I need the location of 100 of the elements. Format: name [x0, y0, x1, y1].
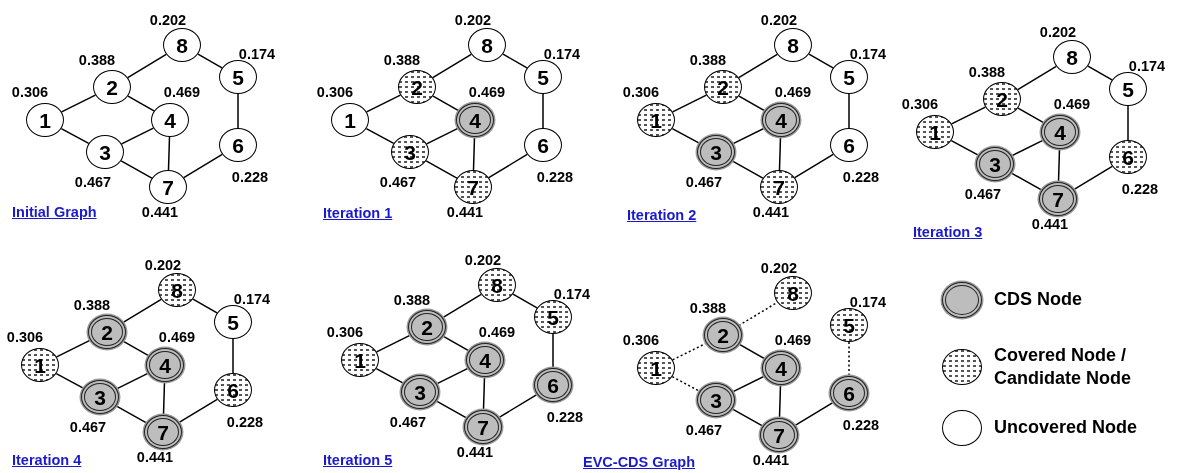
node-weight: 0.388 — [689, 300, 727, 316]
legend-label: Uncovered Node — [994, 416, 1139, 440]
connector-line — [127, 95, 155, 112]
node-weight: 0.467 — [685, 422, 723, 438]
graph-node — [774, 28, 812, 62]
graph-node — [830, 308, 868, 342]
node-number: 7 — [467, 176, 479, 198]
node-number: 4 — [469, 109, 481, 131]
node-weight: 0.441 — [456, 444, 494, 460]
node-number: 1 — [34, 354, 46, 376]
node-weight: 0.174 — [849, 294, 887, 310]
connector-line — [120, 160, 153, 179]
connector-line — [127, 53, 167, 79]
node-weight: 0.228 — [231, 169, 269, 185]
graph-node — [158, 273, 196, 307]
node-number: 4 — [775, 109, 787, 131]
node-weight: 0.469 — [158, 329, 196, 345]
node-number: 2 — [101, 321, 113, 343]
graph-node — [697, 383, 735, 417]
node-number: 4 — [1054, 121, 1066, 143]
graph-node — [398, 70, 436, 104]
graph-node — [219, 60, 257, 94]
node-number: 5 — [843, 66, 855, 88]
connector-line — [671, 94, 708, 113]
node-number: 7 — [773, 424, 785, 446]
graph-node — [21, 348, 59, 382]
connector-line — [1087, 65, 1113, 81]
node-weight: 0.202 — [760, 260, 798, 276]
connector-line — [512, 293, 538, 309]
connector-line — [1127, 105, 1129, 141]
node-weight: 0.174 — [543, 46, 581, 62]
connector-line — [60, 94, 97, 113]
node-weight: 0.441 — [141, 204, 179, 220]
graph-node — [637, 351, 675, 385]
node-weight: 0.228 — [842, 417, 880, 433]
graph-node — [830, 128, 868, 162]
node-weight: 0.202 — [144, 257, 182, 273]
graph-node — [86, 135, 124, 169]
graph-node — [1109, 140, 1147, 174]
node-weight: 0.202 — [464, 252, 502, 268]
node-number: 1 — [344, 109, 356, 131]
connector-line — [731, 408, 764, 427]
connector-line — [1073, 165, 1113, 191]
graph-node — [976, 147, 1014, 181]
graph-node — [468, 28, 506, 62]
connector-line — [794, 401, 834, 427]
graph-node — [534, 300, 572, 334]
connector-line — [432, 53, 472, 79]
graph-title: Initial Graph — [12, 204, 97, 220]
graph-node — [331, 103, 369, 137]
graph-node — [341, 343, 379, 377]
graph-node — [760, 418, 798, 452]
connector-line — [115, 405, 148, 424]
legend-label: CDS Node — [994, 288, 1083, 312]
node-number: 4 — [479, 349, 491, 371]
connector-line — [237, 93, 239, 129]
node-number: 4 — [159, 354, 171, 376]
connector-line — [738, 53, 778, 79]
node-number: 6 — [232, 134, 244, 156]
node-weight: 0.202 — [760, 12, 798, 28]
node-number: 3 — [710, 389, 722, 411]
connector-line — [488, 153, 528, 179]
node-weight: 0.388 — [968, 64, 1006, 80]
node-weight: 0.306 — [6, 329, 44, 345]
node-number: 2 — [106, 76, 118, 98]
node-number: 2 — [717, 324, 729, 346]
connector-line — [365, 127, 395, 145]
graph-node — [88, 315, 126, 349]
node-weight: 0.228 — [842, 169, 880, 185]
connector-line — [1010, 139, 1045, 157]
connector-line — [738, 343, 766, 360]
graph-node — [146, 348, 184, 382]
connector-line — [375, 334, 412, 353]
node-weight: 0.469 — [468, 84, 506, 100]
connector-line — [122, 298, 162, 324]
graph-node — [219, 128, 257, 162]
connector-line — [671, 375, 701, 393]
node-weight: 0.306 — [622, 84, 660, 100]
graph-title: Iteration 2 — [627, 207, 697, 223]
connector-line — [950, 106, 987, 125]
node-weight: 0.388 — [73, 297, 111, 313]
node-number: 3 — [94, 386, 106, 408]
node-weight: 0.469 — [163, 84, 201, 100]
node-number: 8 — [787, 34, 799, 56]
node-number: 6 — [843, 134, 855, 156]
node-weight: 0.469 — [1053, 96, 1091, 112]
graph-node — [762, 351, 800, 385]
node-number: 3 — [710, 141, 722, 163]
graph-node — [163, 28, 201, 62]
node-number: 1 — [39, 109, 51, 131]
node-number: 6 — [547, 374, 559, 396]
connector-line — [731, 160, 764, 179]
connector-line — [55, 372, 85, 390]
graph-node — [704, 318, 742, 352]
node-number: 7 — [157, 421, 169, 443]
node-number: 5 — [547, 306, 559, 328]
connector-line — [55, 339, 92, 358]
graph-node — [1041, 115, 1079, 149]
connector-line — [435, 400, 468, 419]
connector-line — [1017, 107, 1045, 124]
